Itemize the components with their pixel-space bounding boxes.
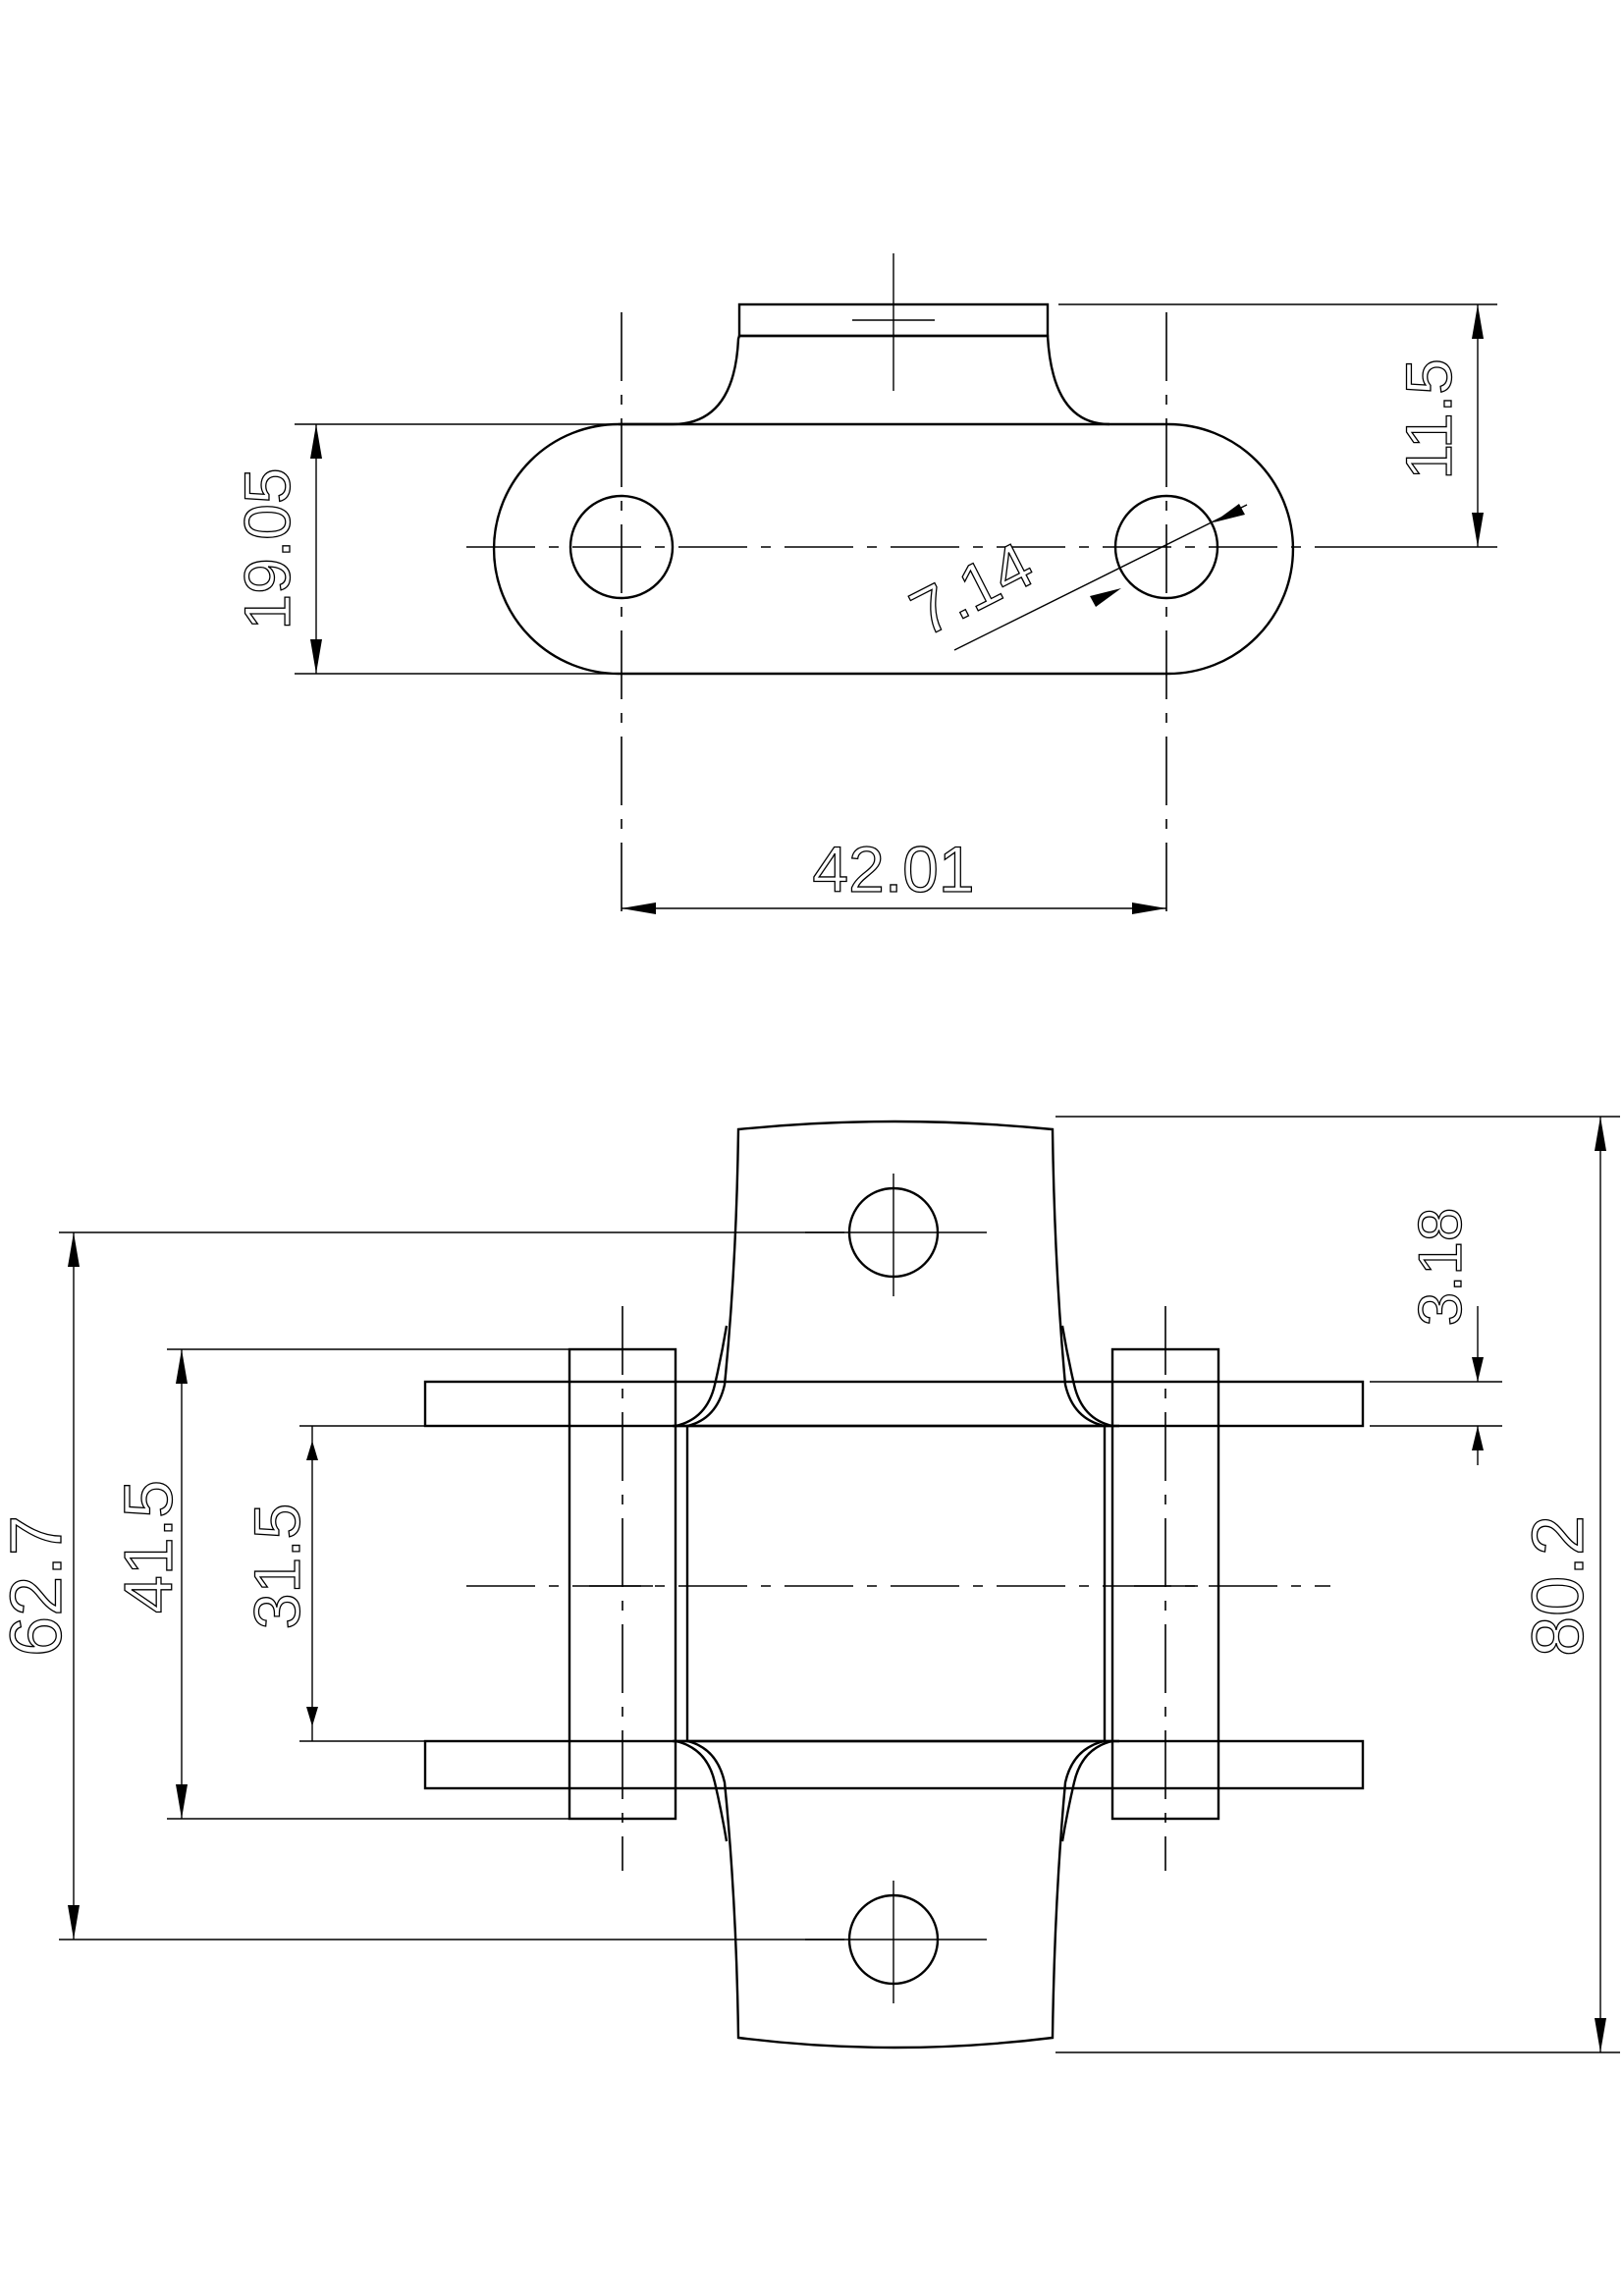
- dimension-tab: 11.5: [1058, 303, 1497, 548]
- top-view: 42.01 19.05 7.14 11.5: [230, 253, 1497, 914]
- dimension-overall-length: 80.2: [1055, 1116, 1620, 2053]
- dimension-height-label: 19.05: [231, 467, 303, 629]
- dimension-hole-label: 7.14: [899, 527, 1045, 649]
- dimension-inner-width: 31.5: [240, 1425, 425, 1742]
- dimension-overall-length-label: 80.2: [1517, 1515, 1598, 1657]
- dimension-hole-spacing: 62.7: [0, 1231, 844, 1941]
- dimension-outer-width-label: 41.5: [110, 1480, 187, 1613]
- dimension-height: 19.05: [230, 423, 619, 675]
- dimension-plate-thickness: 3.18: [1370, 1207, 1502, 1465]
- link-plate-outline: [492, 422, 1295, 676]
- side-plate-top: [423, 1380, 1365, 1428]
- dimension-pitch: 42.01: [622, 832, 1166, 914]
- side-plate-bottom: [423, 1739, 1365, 1790]
- dimension-hole-spacing-label: 62.7: [0, 1515, 77, 1657]
- dimension-hole: 7.14: [898, 504, 1248, 651]
- attachment-tab: [619, 334, 1110, 426]
- bottom-view: 62.7 41.5 31.5 3.18: [0, 1116, 1620, 2053]
- dimension-inner-width-label: 31.5: [241, 1503, 313, 1629]
- attachment-plate-outline: [685, 1120, 1107, 2050]
- dimension-outer-width: 41.5: [109, 1348, 569, 1820]
- left-hole: [568, 494, 675, 600]
- dimension-pitch-label: 42.01: [812, 833, 974, 905]
- dimension-plate-thickness-label: 3.18: [1407, 1208, 1475, 1327]
- dimension-tab-label: 11.5: [1392, 358, 1465, 480]
